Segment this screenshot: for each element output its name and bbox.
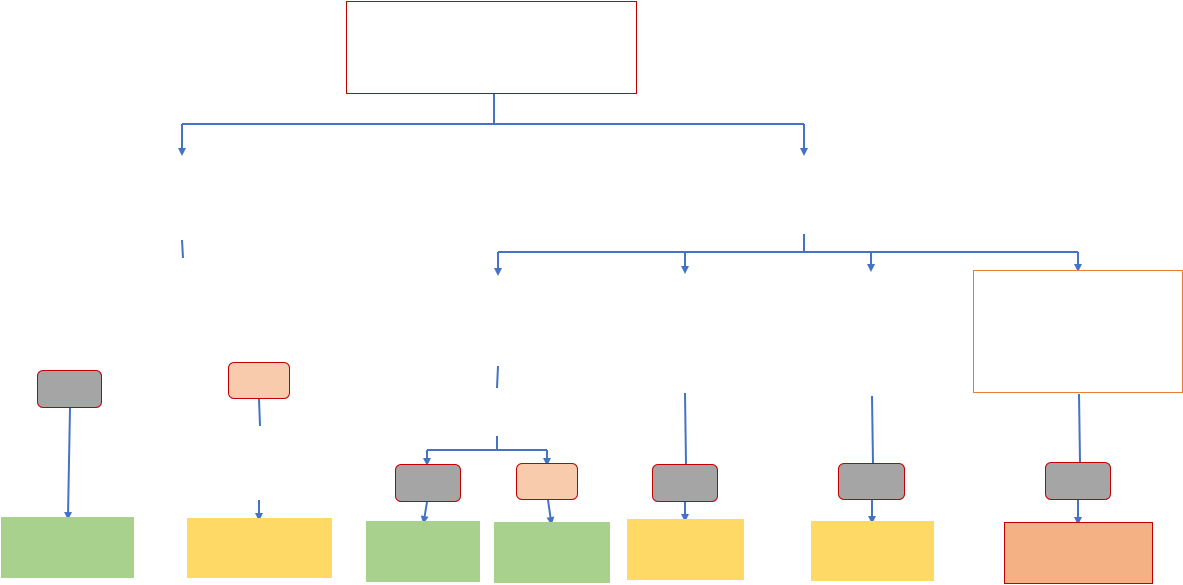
decision-node-3 xyxy=(395,464,461,502)
root-node xyxy=(346,1,637,94)
outcome-node-6 xyxy=(811,521,934,581)
connector-col-3-decision-6 xyxy=(871,395,874,464)
connector-stub-col-1 xyxy=(496,365,499,389)
decision-node-1 xyxy=(37,370,102,408)
connector-decision-4-outcome-4 xyxy=(546,499,555,525)
outcome-node-1 xyxy=(1,517,134,578)
connector-stub-decision-2 xyxy=(258,398,261,427)
outcome-node-5 xyxy=(627,519,744,580)
outcome-node-2 xyxy=(187,518,332,578)
connector-group-decision-7 xyxy=(1078,393,1081,463)
connector-col-2-decision-5 xyxy=(684,392,687,465)
group-node xyxy=(973,270,1183,393)
connector-decision-1-outcome-1 xyxy=(64,407,73,520)
outcome-node-3 xyxy=(366,521,480,582)
decision-node-6 xyxy=(838,463,905,500)
decision-node-4 xyxy=(516,463,578,500)
decision-node-7 xyxy=(1045,462,1111,500)
decision-node-5 xyxy=(652,464,718,502)
outcome-node-7 xyxy=(1004,522,1153,584)
connector-decision-3-outcome-3 xyxy=(420,501,429,524)
connector-stub-left xyxy=(181,239,184,259)
outcome-node-4 xyxy=(494,522,610,583)
decision-node-2 xyxy=(228,362,290,399)
